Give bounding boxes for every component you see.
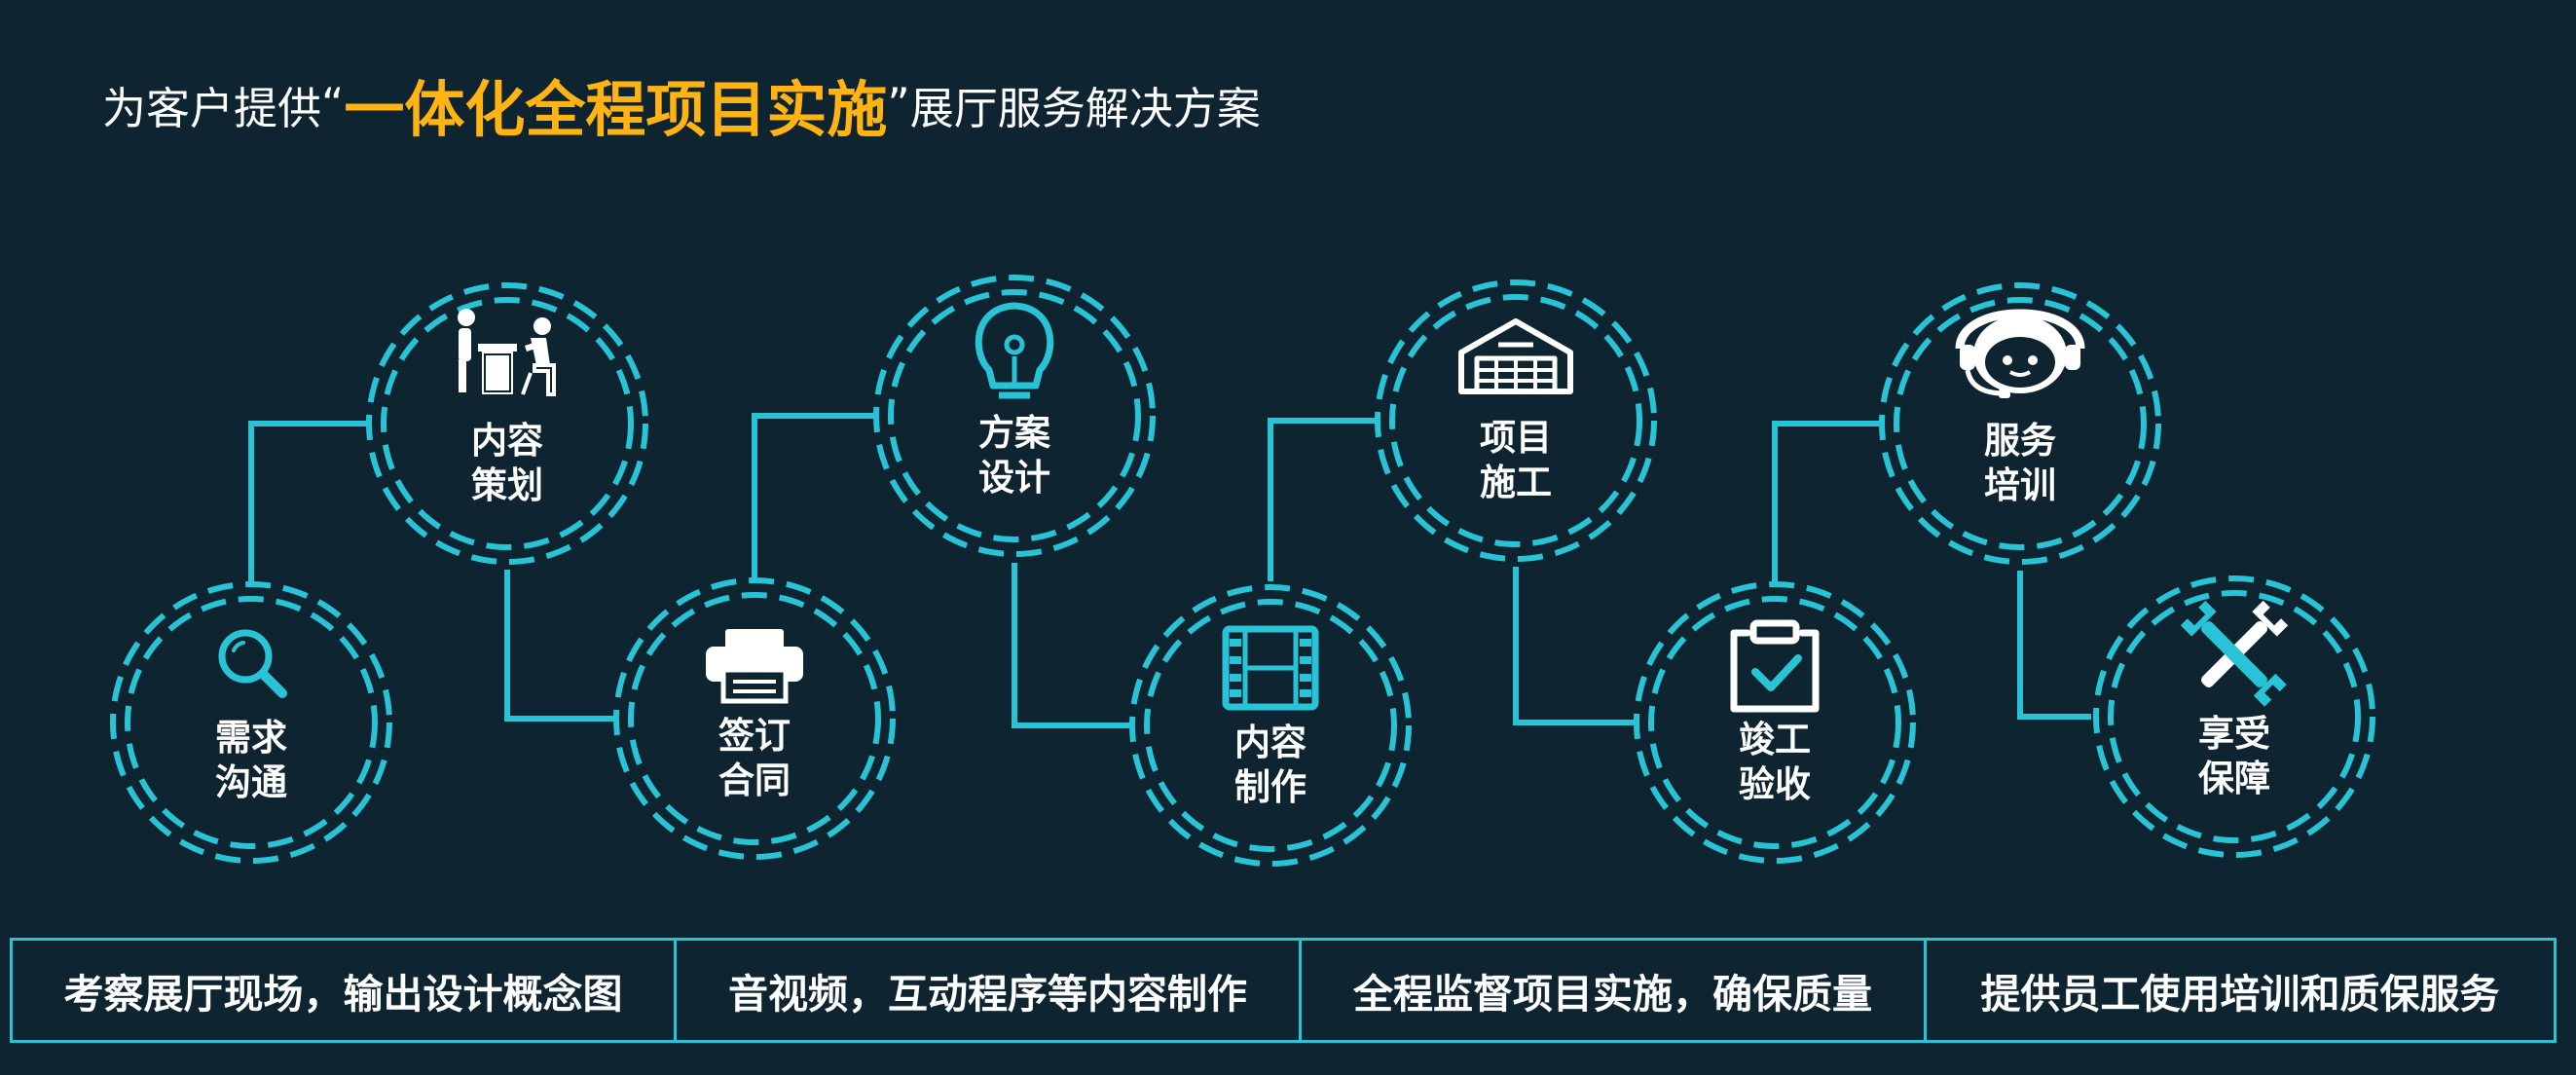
title-suffix: 展厅服务解决方案 <box>909 82 1261 134</box>
clipboard-check-icon <box>1730 619 1820 713</box>
step-circle-s1 <box>110 581 392 864</box>
step-label-line1: 需求 <box>215 717 287 759</box>
step-label-line1: 内容 <box>471 420 543 462</box>
title-close-quote: ” <box>887 78 910 130</box>
connector-lines <box>248 413 2091 728</box>
connector-s1-s2 <box>248 421 368 584</box>
summary-cell-4: 提供员工使用培训和质保服务 <box>1927 938 2557 1043</box>
step-label-s5: 内容 制作 <box>1163 721 1378 810</box>
warehouse-icon <box>1458 318 1573 394</box>
step-label-line2: 施工 <box>1480 462 1552 503</box>
step-circle-s3 <box>613 577 896 860</box>
step-label-line2: 保障 <box>2198 758 2270 799</box>
tools-icon <box>2180 600 2289 707</box>
printer-icon <box>706 629 803 704</box>
title-highlight: 一体化全程项目实施 <box>344 74 888 145</box>
step-label-line2: 设计 <box>978 457 1050 499</box>
step-circle-s4 <box>873 275 1156 557</box>
connector-s8-s9 <box>2017 571 2091 720</box>
step-label-line1: 内容 <box>1234 722 1306 763</box>
step-label-s6: 项目 施工 <box>1409 416 1623 505</box>
headset-icon <box>1955 309 2085 398</box>
step-circle-s9 <box>2093 575 2375 858</box>
step-label-line2: 策划 <box>471 464 543 506</box>
step-label-line2: 培训 <box>1984 464 2056 506</box>
meeting-icon <box>458 309 556 396</box>
step-label-line1: 签订 <box>718 715 791 757</box>
title-open-quote: “ <box>321 78 345 130</box>
title-prefix: 为客户提供 <box>102 82 322 134</box>
connector-s3-s4 <box>752 413 874 579</box>
page-title: 为客户提供 “ 一体化全程项目实施 ” 展厅服务解决方案 <box>102 60 1261 148</box>
step-label-s9: 享受 保障 <box>2127 712 2341 801</box>
step-circle-s2 <box>366 282 648 565</box>
step-label-line1: 项目 <box>1480 417 1552 459</box>
step-label-line2: 制作 <box>1234 766 1306 808</box>
step-label-s4: 方案 设计 <box>907 411 1122 500</box>
connector-s7-s8 <box>1772 421 1881 582</box>
step-label-line1: 享受 <box>2198 713 2270 755</box>
step-label-s2: 内容 策划 <box>400 419 614 508</box>
summary-bar: 考察展厅现场，输出设计概念图 音视频，互动程序等内容制作 全程监督项目实施，确保… <box>10 938 2557 1043</box>
step-circle-s8 <box>1879 282 2161 565</box>
connector-s2-s3 <box>504 570 614 722</box>
magnifier-icon <box>218 629 287 698</box>
summary-cell-1: 考察展厅现场，输出设计概念图 <box>10 938 677 1043</box>
step-label-line1: 竣工 <box>1739 719 1811 760</box>
connector-s5-s6 <box>1268 418 1378 581</box>
step-label-line1: 方案 <box>978 412 1050 454</box>
step-circle-s7 <box>1634 581 1916 864</box>
step-label-s8: 服务 培训 <box>1913 419 2127 508</box>
summary-cell-2: 音视频，互动程序等内容制作 <box>677 938 1302 1043</box>
step-label-s3: 签订 合同 <box>647 714 862 803</box>
lightbulb-icon <box>975 302 1054 399</box>
step-label-line1: 服务 <box>1984 420 2056 462</box>
step-label-s1: 需求 沟通 <box>144 716 358 805</box>
step-label-line2: 合同 <box>718 760 791 801</box>
step-label-line2: 沟通 <box>215 761 287 803</box>
connector-s4-s5 <box>1012 563 1132 728</box>
step-circle-s6 <box>1375 279 1657 562</box>
step-label-s7: 竣工 验收 <box>1668 718 1882 807</box>
connector-s6-s7 <box>1513 567 1636 725</box>
film-icon <box>1222 625 1319 711</box>
step-label-line2: 验收 <box>1739 763 1811 805</box>
summary-cell-3: 全程监督项目实施，确保质量 <box>1302 938 1927 1043</box>
step-circle-s5 <box>1129 584 1412 867</box>
